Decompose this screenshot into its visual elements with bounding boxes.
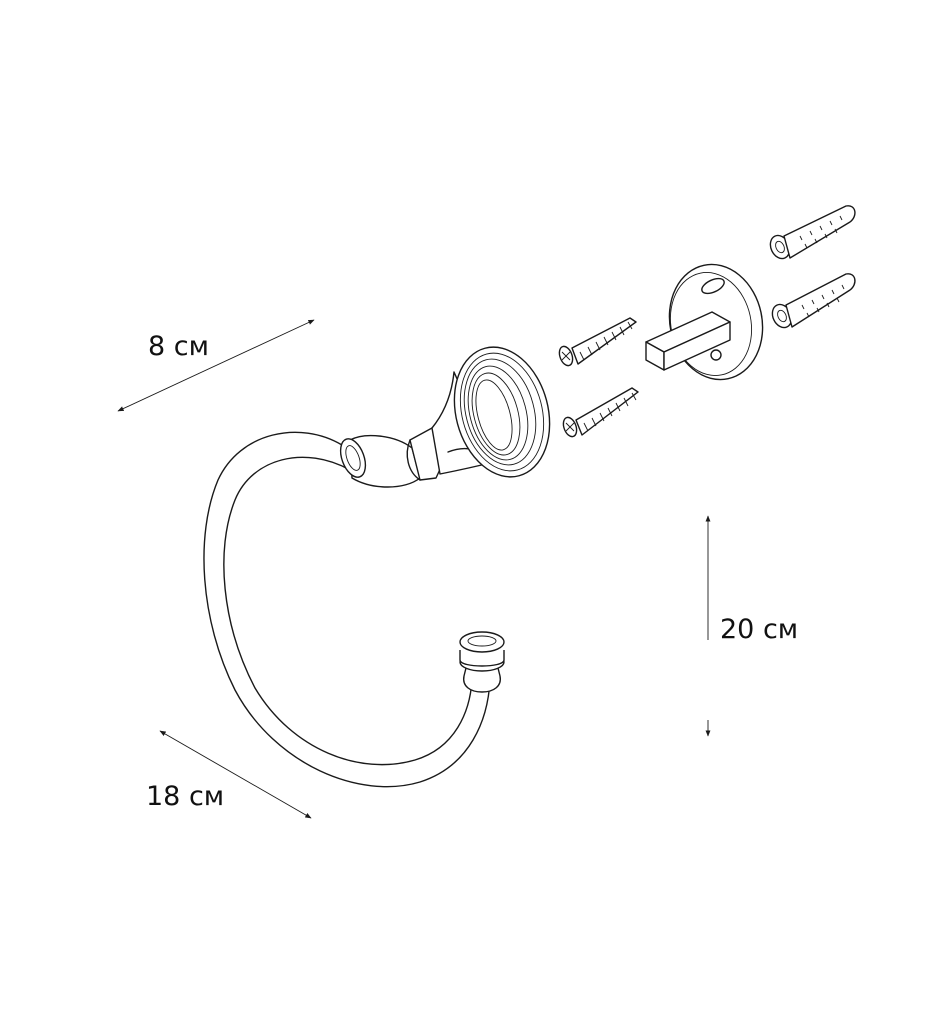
ring-bracket bbox=[339, 371, 495, 488]
width-dimension-line bbox=[159, 730, 312, 819]
wall-plug-upper bbox=[769, 205, 856, 260]
mounting-plate bbox=[645, 263, 764, 381]
depth-dimension-label: 8 см bbox=[148, 331, 209, 362]
wall-plug-lower bbox=[771, 273, 856, 329]
depth-dimension-line bbox=[117, 319, 315, 412]
wood-screw-lower bbox=[562, 387, 639, 438]
width-dimension-label: 18 см bbox=[146, 781, 225, 812]
height-dimension-label: 20 см bbox=[720, 614, 799, 645]
wood-screw-upper bbox=[558, 317, 637, 367]
wall-rosette bbox=[453, 346, 551, 478]
towel-ring bbox=[203, 431, 505, 788]
